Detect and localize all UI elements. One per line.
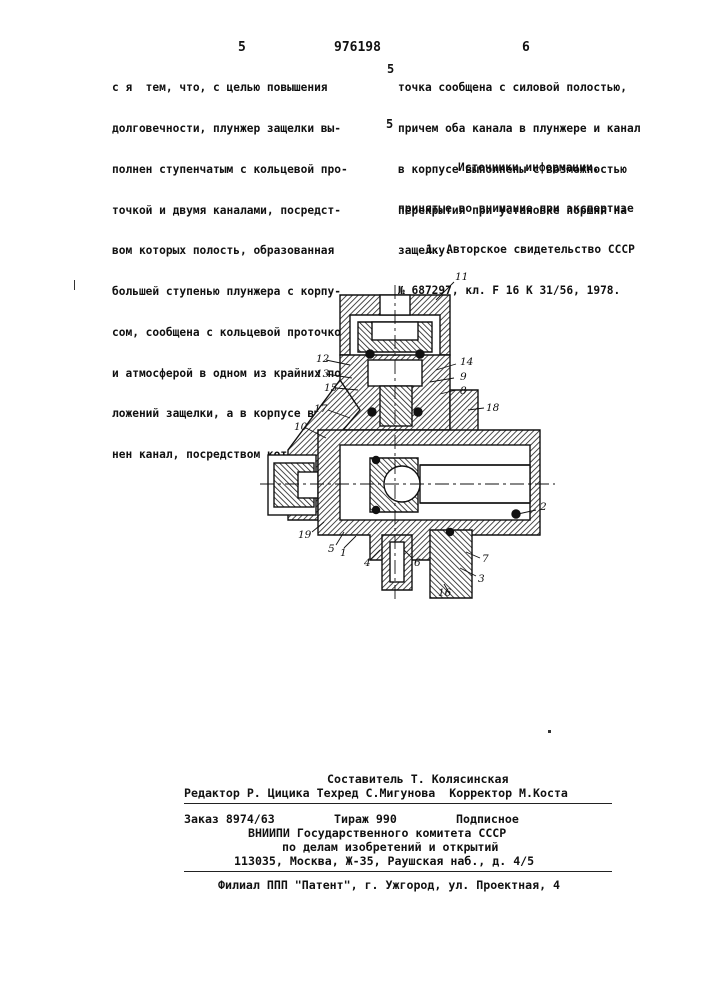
callout-label: 10 xyxy=(294,421,308,433)
callout-label: 19 xyxy=(298,529,312,541)
callout-label: 11 xyxy=(455,271,468,283)
patent-number: 976198 xyxy=(334,40,381,55)
sources-title: Источники информации, xyxy=(398,161,635,175)
technical-drawing: 11 12 13 14 15 9 8 17 18 10 2 19 5 1 4 6… xyxy=(240,260,570,620)
source-reference: 1. Авторское свидетельство СССР xyxy=(398,243,635,257)
subscription: Подписное xyxy=(456,812,519,826)
callout-label: 9 xyxy=(460,371,467,383)
text-line: с я тем, что, с целью повышения xyxy=(112,81,354,95)
compiler-line: Составитель Т. Колясинская xyxy=(327,772,508,786)
callout-label: 2 xyxy=(539,501,547,513)
callout-label: 6 xyxy=(414,557,421,569)
organization-line: ВНИИПИ Государственного комитета СССР xyxy=(248,826,506,840)
text-line: долговечности, плунжер защелки вы- xyxy=(112,122,354,136)
circulation: Тираж 990 xyxy=(334,812,397,826)
callout-label: 3 xyxy=(478,573,485,585)
callout-label: 13 xyxy=(316,368,330,380)
imprint-rule xyxy=(184,871,612,872)
callout-label: 16 xyxy=(438,587,452,599)
callout-label: 4 xyxy=(363,557,371,569)
line-number-marker: 5 xyxy=(386,117,393,131)
text-line: точка сообщена с силовой полостью, xyxy=(398,81,640,95)
page-number-right: 6 xyxy=(522,40,530,55)
imprint-rule xyxy=(184,803,612,804)
callout-label: 14 xyxy=(460,356,473,368)
text-line: вом которых полость, образованная xyxy=(112,244,354,258)
organization-line: по делам изобретений и открытий xyxy=(282,840,498,854)
line-number-marker: 5 xyxy=(387,62,394,76)
stray-dot xyxy=(548,730,551,733)
address-line: 113035, Москва, Ж-35, Раушская наб., д. … xyxy=(234,854,534,868)
callout-label: 15 xyxy=(324,382,338,394)
branch-line: Филиал ППП "Патент", г. Ужгород, ул. Про… xyxy=(218,878,560,892)
callout-label: 1 xyxy=(340,547,347,559)
callout-label: 18 xyxy=(486,402,500,414)
page-number-left: 5 xyxy=(238,40,246,55)
editor-line: Редактор Р. Цицика Техред С.Мигунова Кор… xyxy=(184,786,568,800)
margin-mark xyxy=(74,280,75,290)
text-line: точкой и двумя каналами, посредст- xyxy=(112,204,354,218)
callout-label: 17 xyxy=(314,403,328,415)
callout-label: 7 xyxy=(482,553,489,565)
callout-label: 8 xyxy=(460,385,467,397)
callout-label: 12 xyxy=(316,353,330,365)
callout-label: 5 xyxy=(328,543,335,555)
sources-title-cont: принятые во внимание при экспертизе xyxy=(398,202,635,216)
order-number: Заказ 8974/63 xyxy=(184,812,275,826)
text-line: полнен ступенчатым с кольцевой про- xyxy=(112,163,354,177)
